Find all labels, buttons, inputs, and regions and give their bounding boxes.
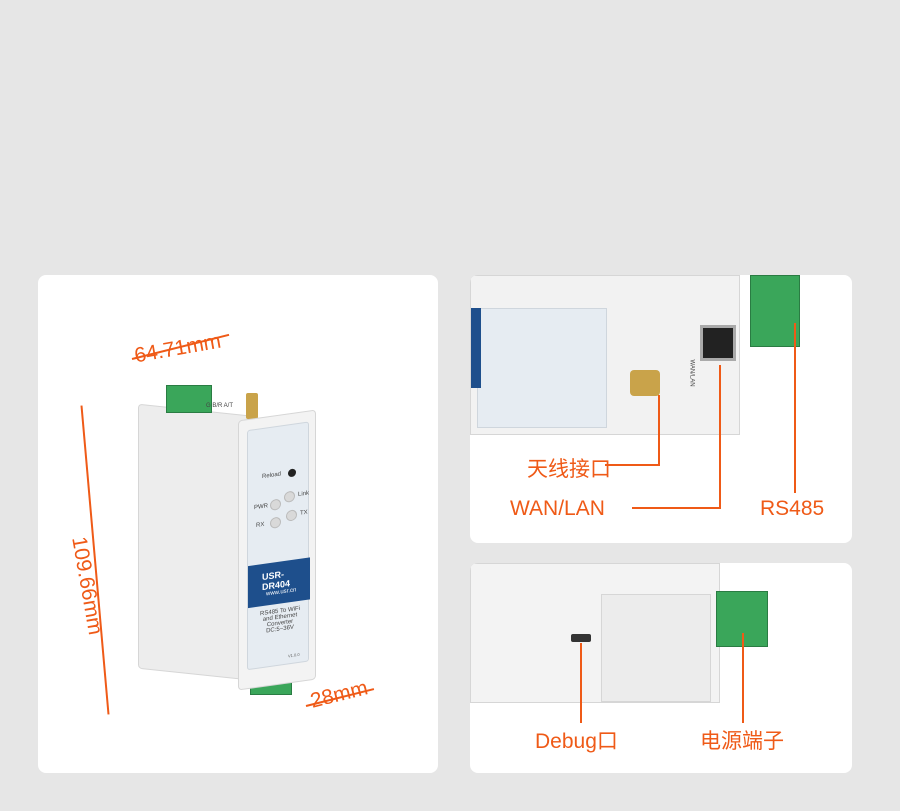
led-label-link: Link <box>298 490 310 499</box>
brand-band: USR-DR404 www.usr.cn <box>248 557 310 609</box>
wan-leader <box>719 365 721 508</box>
debug-leader <box>580 643 582 723</box>
led-pwr <box>270 498 281 511</box>
device-side-view <box>470 563 720 703</box>
wan-lan-callout: WAN/LAN <box>510 497 605 520</box>
antenna-connector <box>246 393 258 419</box>
front-label: Reload PWR Link RX TX USR-DR404 www.usr.… <box>247 421 310 671</box>
power-terminal-callout: 电源端子 <box>700 730 784 753</box>
side-view-panel: Debug口 电源端子 <box>470 563 852 773</box>
reload-label: Reload <box>262 471 282 481</box>
rs485-terminal <box>750 275 800 347</box>
wan-leader-h <box>632 507 721 509</box>
led-label-pwr: PWR <box>254 503 268 512</box>
device-front: Reload PWR Link RX TX USR-DR404 www.usr.… <box>238 409 316 691</box>
brand-band-edge <box>471 308 481 388</box>
led-tx <box>286 509 297 522</box>
width-dimension: 64.71mm <box>132 329 223 368</box>
device-dimensions-panel: G B/R A/T Reload PWR Link RX TX USR-DR40… <box>38 275 438 773</box>
power-leader <box>742 633 744 723</box>
ethernet-port <box>700 325 736 361</box>
led-rx <box>270 516 281 529</box>
depth-dimension: 28mm <box>307 676 371 713</box>
terminal-label: G B/R A/T <box>206 403 234 409</box>
led-label-rx: RX <box>256 521 265 529</box>
din-clip <box>601 594 711 702</box>
led-link <box>284 490 295 504</box>
device-top <box>470 275 740 435</box>
port-label: WAN/LAN <box>688 359 695 387</box>
led-label-tx: TX <box>300 509 308 517</box>
antenna-leader-h <box>605 464 660 466</box>
rs485-callout: RS485 <box>760 497 825 520</box>
top-terminal-block <box>166 385 212 413</box>
antenna-leader <box>658 395 660 465</box>
antenna-callout: 天线接口 <box>527 458 611 481</box>
top-view-panel: WAN/LAN 天线接口 WAN/LAN RS485 <box>470 275 852 543</box>
front-label-top <box>477 308 607 428</box>
usb-port <box>571 634 591 642</box>
debug-callout: Debug口 <box>535 730 618 753</box>
height-dimension: 109.66mm <box>67 534 108 637</box>
antenna-connector <box>630 370 660 396</box>
reload-button <box>288 468 296 478</box>
rs485-leader <box>794 323 796 493</box>
version: V1.0.0 <box>288 651 300 659</box>
description: RS485 To WiFi and Ethernet Converter DC:… <box>260 605 300 635</box>
